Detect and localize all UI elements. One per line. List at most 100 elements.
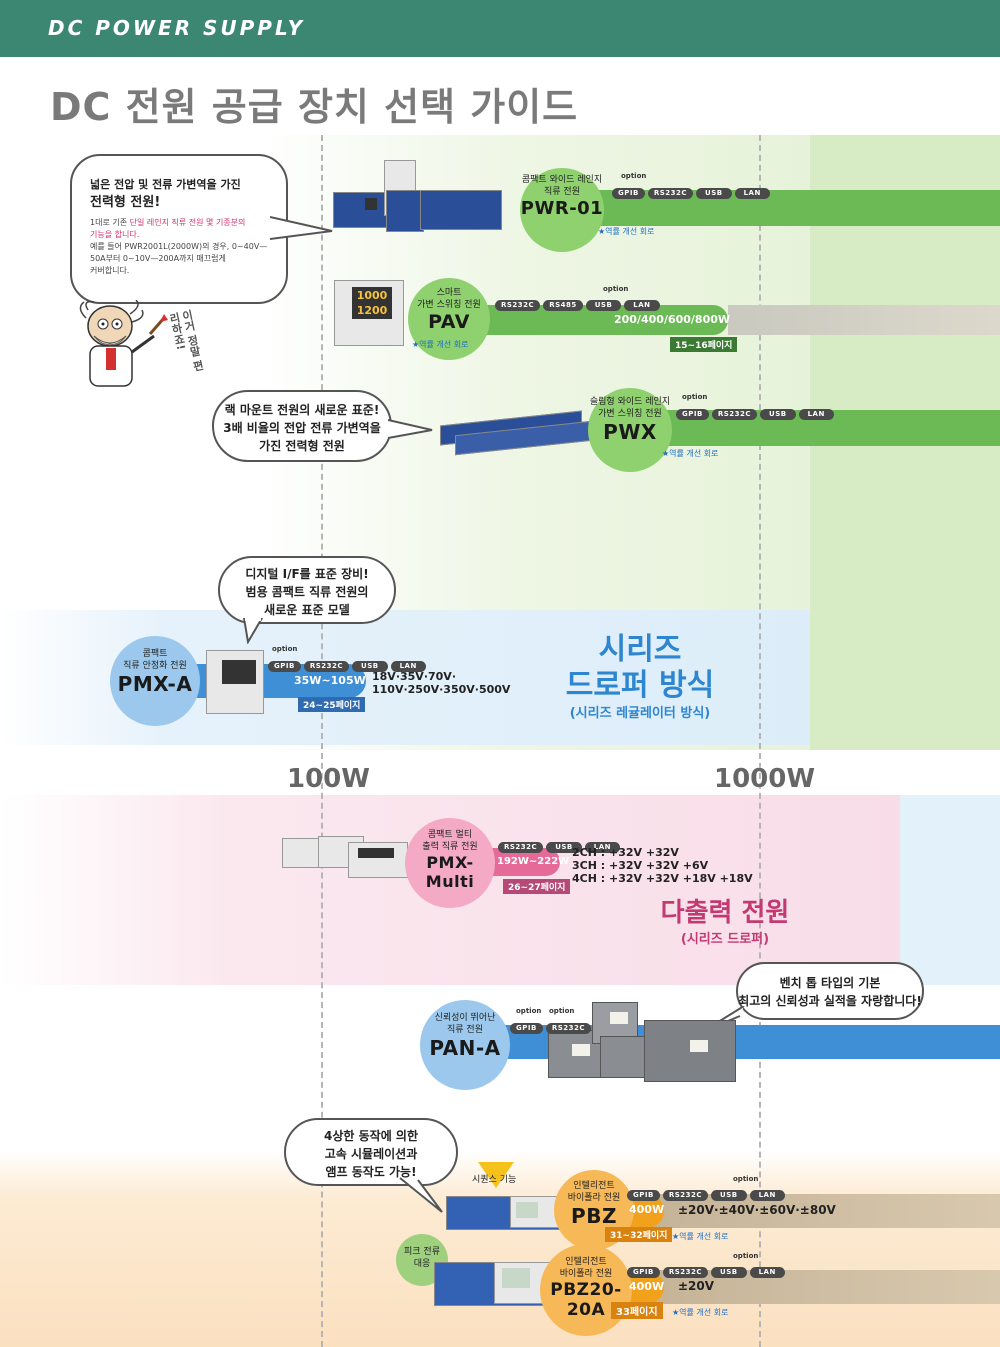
pwx-bubble-line3: 가진 전력형 전원	[259, 439, 345, 453]
pbz20-option-label: option	[733, 1252, 759, 1260]
pwx-circle: 슬림형 와이드 레인지 가변 스위칭 전원 PWX	[588, 388, 672, 472]
pmxa-sub1: 콤팩트	[142, 649, 168, 659]
pwx-note: ★역률 개선 회로	[662, 449, 719, 458]
pmxmulti-channels: 2CH : +32V +32V 3CH : +32V +32V +6V 4CH …	[572, 846, 753, 885]
pmxmulti-spec: 192W~222W	[497, 856, 570, 867]
pav-range-fade	[728, 305, 1000, 335]
intro-desc5: 커버합니다.	[90, 266, 130, 275]
pana-meter-2	[610, 1012, 628, 1024]
intro-desc1b: 단일 레인지 직류 전원 몇 기종분의	[129, 218, 246, 227]
pmxmulti-page: 26~27페이지	[503, 879, 571, 894]
pbz-page: 31~32페이지	[605, 1227, 673, 1242]
pbz-volts: ±20V·±40V·±60V·±80V	[678, 1203, 836, 1217]
multi-output-region-right	[900, 795, 1000, 985]
pwr01-sub2: 직류 전원	[544, 187, 580, 197]
pmxmulti-sub1: 콤팩트 멀티	[427, 830, 473, 840]
pmxmulti-badge-lan: LAN	[584, 842, 620, 853]
intro-desc: 1대로 기존 단일 레인지 직류 전원 몇 기종분의 기능을 합니다. 예를 들…	[90, 217, 272, 277]
pmxmulti-badge-usb: USB	[546, 842, 582, 853]
pmxa-volts-line1: 18V·35V·70V·	[372, 670, 456, 683]
pbz20-page: 33페이지	[611, 1302, 663, 1319]
pana-option-label-2: option	[549, 1007, 575, 1015]
pbz20-badge-gpib: GPIB	[627, 1267, 660, 1278]
pbz-bubble-tail	[399, 1177, 443, 1213]
pana-name: PAN-A	[429, 1036, 501, 1060]
pav-option-label: option	[603, 285, 629, 293]
intro-line2: 전력형 전원!	[90, 195, 161, 210]
pmxa-name: PMX-A	[117, 672, 193, 696]
pmxa-display	[222, 660, 256, 684]
pmxmulti-ch2: 2CH : +32V +32V	[572, 846, 679, 859]
pwx-bubble-tail	[388, 419, 433, 439]
pmxa-badge-usb: USB	[352, 661, 388, 672]
pwr01-device-1	[333, 192, 387, 228]
pmxa-spec: 35W~105W	[294, 674, 366, 687]
pmxa-badge-lan: LAN	[390, 661, 426, 672]
multi-output-label: 다출력 전원 (시리즈 드로퍼)	[630, 895, 820, 949]
pwr01-circle: 콤팩트 와이드 레인지 직류 전원 PWR-01	[520, 168, 604, 252]
series-line2: 드로퍼 방식	[565, 668, 715, 703]
pbz-sequence-label: 시퀀스 기능	[472, 1175, 517, 1185]
peak-line1: 피크 전류	[404, 1247, 440, 1257]
pav-circle: 스마트 가변 스위칭 전원 PAV	[408, 278, 490, 360]
intro-desc3: 예를 들어 PWR2001L(2000W)의 경우, 0~40V—	[90, 242, 268, 251]
pbz20-badge-rs232c: RS232C	[662, 1267, 709, 1278]
pana-meter-1	[572, 1044, 590, 1056]
pmxmulti-ch4: 4CH : +32V +32V +18V +18V	[572, 872, 753, 885]
pav-display-1: 1000	[356, 289, 388, 302]
pwr01-device-3	[386, 190, 424, 232]
pmxmulti-circle: 콤팩트 멀티 출력 직류 전원 PMX-Multi	[405, 818, 495, 908]
intro-line1: 넓은 전압 및 전류 가변역을 가진	[90, 178, 241, 191]
pav-badge-rs232c: RS232C	[495, 300, 541, 311]
pana-bubble: 벤치 톱 타입의 기본 최고의 신뢰성과 실적을 자랑합니다!	[736, 962, 924, 1020]
pwx-badge-rs232c: RS232C	[711, 409, 758, 420]
pav-display-2: 1200	[356, 304, 388, 317]
pwr01-badge-lan: LAN	[734, 188, 770, 199]
pmxa-page: 24~25페이지	[298, 697, 366, 712]
pwx-name: PWX	[603, 420, 657, 444]
pwx-bubble-line1: 랙 마운트 전원의 새로운 표준!	[224, 403, 380, 417]
series-line3: (시리즈 레귤레이터 방식)	[569, 706, 711, 721]
intro-bubble: 넓은 전압 및 전류 가변역을 가진 전력형 전원! 1대로 기존 단일 레인지…	[70, 154, 288, 304]
pana-badge-rs232c: RS232C	[545, 1023, 592, 1034]
pwr01-display	[365, 198, 377, 210]
pmxa-badge-rs232c: RS232C	[303, 661, 350, 672]
pav-spec: 200/400/600/800W	[614, 313, 731, 326]
pwx-badge-gpib: GPIB	[676, 409, 709, 420]
pmxa-bubble-line2: 범용 콤팩트 직류 전원의	[245, 585, 369, 599]
pmxmulti-badge-rs232c: RS232C	[498, 842, 544, 853]
pwx-sub1: 슬림형 와이드 레인지	[589, 397, 671, 407]
line-1000w	[759, 135, 761, 1347]
pbz20-note: ★역률 개선 회로	[672, 1308, 729, 1317]
pav-sub1: 스마트	[436, 288, 462, 298]
pav-note: ★역률 개선 회로	[412, 340, 469, 349]
pwr01-device-4	[420, 190, 502, 230]
intro-desc2: 기능을 합니다.	[90, 230, 140, 239]
pbz-sub2: 바이폴라 전원	[567, 1193, 621, 1203]
pbz20-name: PBZ20-20A	[550, 1280, 622, 1320]
line-100w	[321, 135, 323, 1347]
pmxa-bubble: 디지털 I/F를 표준 장비! 범용 콤팩트 직류 전원의 새로운 표준 모델	[218, 556, 396, 624]
pwr01-badge-usb: USB	[696, 188, 732, 199]
pana-circle: 신뢰성이 뛰어난 직류 전원 PAN-A	[420, 1000, 510, 1090]
pana-option-label-1: option	[516, 1007, 542, 1015]
pav-display: 1000 1200	[352, 287, 392, 319]
pwx-badge-usb: USB	[760, 409, 796, 420]
pbz-name: PBZ	[571, 1204, 617, 1228]
series-line1: 시리즈	[598, 632, 682, 667]
intro-bubble-tail	[270, 216, 333, 240]
pana-sub1: 신뢰성이 뛰어난	[434, 1013, 496, 1023]
pbz-bubble-line3: 앰프 동작도 가능!	[325, 1165, 417, 1179]
header-bar	[0, 0, 1000, 57]
pmxa-circle: 콤팩트 직류 안정화 전원 PMX-A	[110, 636, 200, 726]
pbz-note: ★역률 개선 회로	[672, 1232, 729, 1241]
pav-name: PAV	[428, 311, 470, 333]
bipolar-region	[0, 1150, 1000, 1347]
intro-desc4: 50A부터 0~10V—200A까지 매끄럽게	[90, 254, 226, 263]
peak-line2: 대응	[413, 1259, 431, 1269]
